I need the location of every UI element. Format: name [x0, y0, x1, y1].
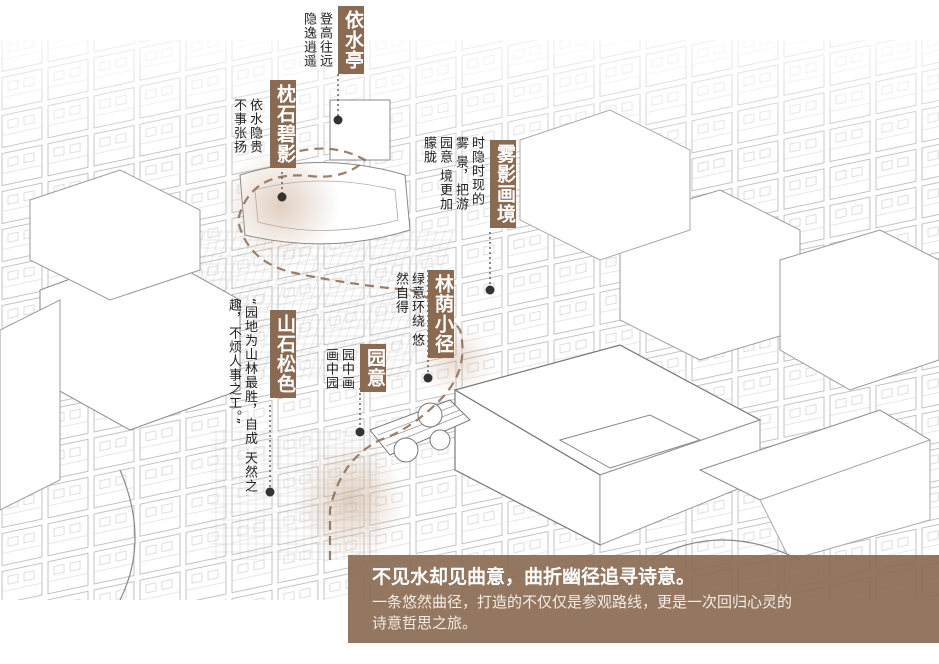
- caption-body-line2: 诗意哲思之旅。: [372, 614, 478, 632]
- callout-yuanyi-desc: 园中画 画中园: [323, 348, 354, 390]
- callout-linyinxiaojing-desc: 绿意环绕 悠然自得: [393, 272, 424, 348]
- callout-yishuiting-desc: 登高往远 隐逸逍遥: [301, 12, 332, 68]
- callout-linyinxiaojing-label: 林荫小径: [428, 270, 454, 358]
- callout-wuyinghuajing-desc: 时隐时现的雾 景，把游园意 境更加朦胧: [421, 136, 484, 212]
- callout-yuanyi-label: 园意: [360, 344, 386, 392]
- callout-shanshisongse-desc: “园地为山林最胜，自成 天然之趣，不烦人事之工。”: [226, 298, 257, 493]
- caption-title: 不见水却见曲意，曲折幽径追寻诗意。: [372, 566, 696, 588]
- caption-box: 不见水却见曲意，曲折幽径追寻诗意。 一条悠然曲径，打造的不仅仅是参观路线，更是一…: [348, 555, 939, 643]
- callout-yishuiting-label: 依水亭: [338, 6, 364, 74]
- callout-zhenshibiying-label: 枕石碧影: [270, 80, 296, 168]
- caption-body-line1: 一条悠然曲径，打造的不仅仅是参观路线，更是一次回归心灵的: [372, 593, 793, 611]
- callout-wuyinghuajing-label: 雾影画境: [490, 140, 516, 228]
- callout-zhenshibiying-desc: 依水隐贵 不事张扬: [231, 98, 262, 154]
- callout-shanshisongse-label: 山石松色: [270, 310, 296, 398]
